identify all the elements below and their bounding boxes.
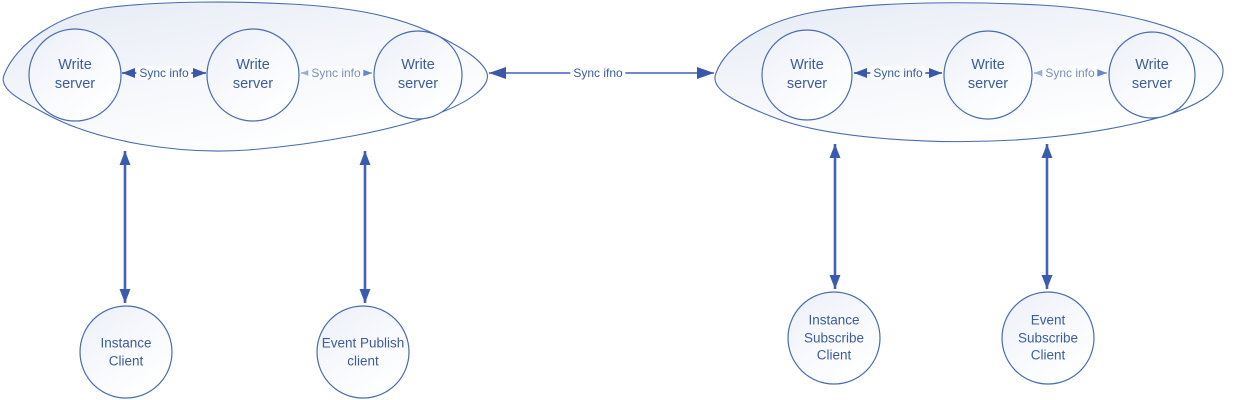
- write-server-node-r3: [1108, 31, 1196, 119]
- sync-link-label-r1: Sync info: [870, 66, 926, 80]
- event-subscribe-client-label: Event Subscribe Client: [1017, 312, 1079, 363]
- write-server-label-r1: Write server: [786, 57, 828, 92]
- write-server-label-l1: Write server: [54, 57, 96, 92]
- event-subscribe-client-node: [1001, 291, 1095, 385]
- write-server-label-l2: Write server: [232, 57, 274, 92]
- instance-client-node: [79, 305, 173, 399]
- write-server-node-r1: [761, 29, 853, 121]
- write-server-label-r2: Write server: [967, 57, 1009, 92]
- instance-subscribe-client-node: [787, 291, 881, 385]
- cross-cluster-sync-label: Sync ifno: [570, 66, 626, 80]
- write-server-node-l1: [28, 28, 122, 122]
- write-server-node-r2: [943, 30, 1033, 120]
- event-publish-client-node: [316, 305, 410, 399]
- event-publish-client-label: Event Publish client: [321, 335, 405, 368]
- sync-link-label-r2: Sync info: [1042, 66, 1098, 80]
- sync-link-label-l2: Sync info: [308, 66, 364, 80]
- write-server-label-l3: Write server: [397, 57, 439, 92]
- instance-client-label: Instance Client: [100, 335, 152, 368]
- write-server-node-l3: [373, 30, 463, 120]
- sync-link-label-l1: Sync info: [136, 66, 192, 80]
- write-server-node-l2: [206, 28, 300, 122]
- write-server-label-r3: Write server: [1131, 57, 1173, 92]
- instance-subscribe-client-label: Instance Subscribe Client: [803, 312, 865, 363]
